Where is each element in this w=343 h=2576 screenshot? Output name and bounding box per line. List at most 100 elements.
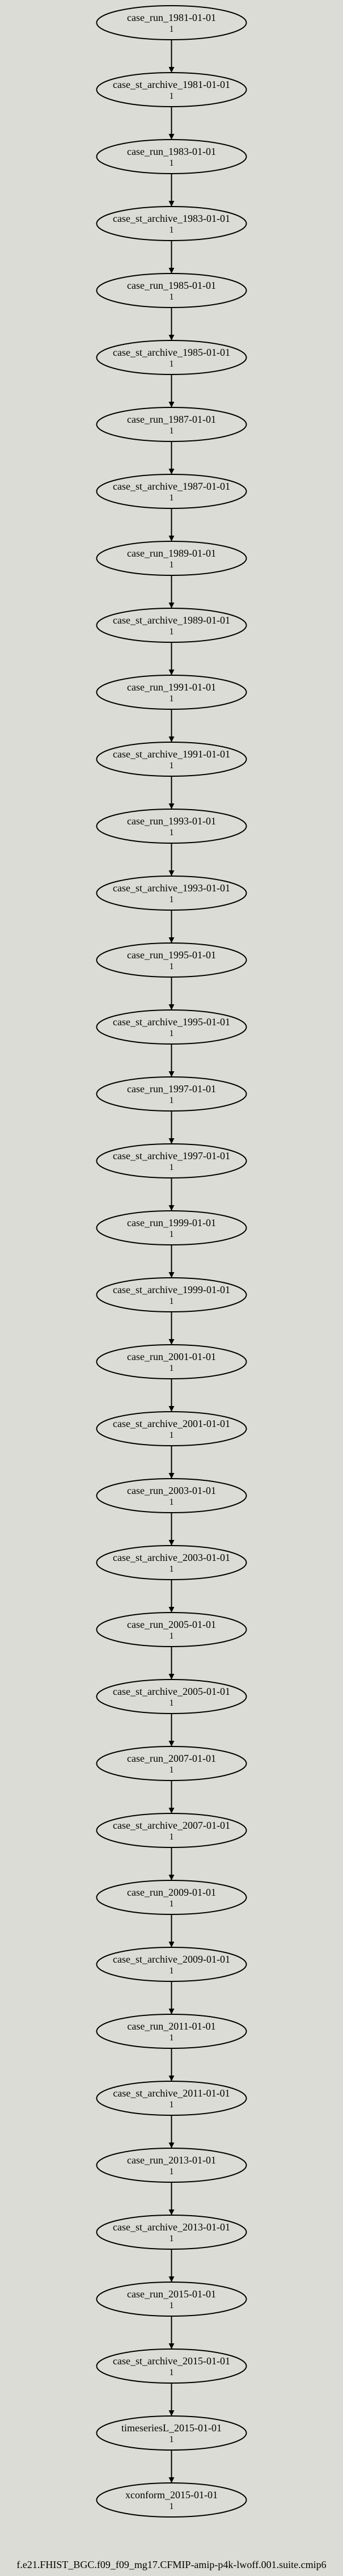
node-ellipse [96,2348,247,2384]
node-label: case_run_1981-01-01 [127,12,216,23]
node-ellipse [96,2282,247,2317]
node-label: case_run_1993-01-01 [127,815,216,827]
node-count: 1 [170,2502,174,2511]
node-ellipse [96,942,247,978]
graph-node: case_run_1991-01-011 [96,675,247,710]
node-label: case_run_2003-01-01 [127,1485,216,1496]
node-label: case_run_2015-01-01 [127,2288,216,2300]
node-ellipse [96,2081,247,2116]
node-label: case_run_1985-01-01 [127,280,216,291]
node-label: case_st_archive_1999-01-01 [113,1284,230,1295]
graph-node: case_st_archive_1997-01-01 1 [96,1143,247,1178]
node-label: case_run_1989-01-01 [127,548,216,559]
graph-node: case_st_archive_1989-01-011 [96,608,247,643]
node-count: 1 [170,2033,174,2043]
node-ellipse [96,1411,247,1446]
node-label: case_run_1997-01-01 [127,1083,216,1095]
node-ellipse [96,474,247,509]
node-ellipse [96,875,247,911]
node-label: case_st_archive_1985-01-01 [113,347,230,358]
node-label: case_run_1983-01-01 [127,146,216,157]
node-count: 1 [170,761,174,771]
graph-node: case_run_1985-01-011 [96,273,247,308]
node-count: 1 [170,1966,174,1976]
graph-node: case_run_1997-01-011 [96,1076,247,1112]
node-label: case_run_1999-01-01 [127,1217,216,1228]
node-count: 1 [170,493,174,503]
node-ellipse [96,139,247,174]
node-label: timeseriesL_2015-01-01 [121,2422,222,2434]
graph-node: case_run_2001-01-011 [96,1344,247,1379]
node-count: 1 [170,1297,174,1306]
graph-node: case_run_2005-01-011 [96,1612,247,1647]
node-label: case_st_archive_1983-01-01 [113,213,230,224]
node-label: case_st_archive_1997-01-01 [113,1150,230,1161]
node-count: 1 [170,828,174,837]
node-label: case_st_archive_1989-01-01 [113,614,230,626]
node-ellipse [96,742,247,777]
node-count: 1 [170,895,174,904]
node-count: 1 [170,292,174,302]
node-count: 1 [170,426,174,436]
node-label: case_st_archive_2009-01-01 [113,1954,230,1965]
graph-node: case_run_2003-01-011 [96,1478,247,1513]
graph-node: case_st_archive_1993-01-011 [96,875,247,911]
graph-node: case_run_1989-01-011 [96,541,247,576]
node-label: case_run_1987-01-01 [127,414,216,425]
node-count: 1 [170,1899,174,1909]
graph-node: case_st_archive_1999-01-01 1 [96,1277,247,1312]
node-ellipse [96,407,247,442]
node-label: case_st_archive_1991-01-01 [113,748,230,760]
node-count: 1 [170,1832,174,1842]
node-ellipse [96,1143,247,1178]
node-label: case_st_archive_2015-01-01 [113,2355,230,2367]
node-count: 1 [170,1163,174,1172]
graph-node: case_st_archive_2009-01-011 [96,1947,247,1982]
node-label: case_run_2005-01-01 [127,1619,216,1630]
graph-node: case_st_archive_2015-01-011 [96,2348,247,2384]
graph-node: case_st_archive_2013-01-011 [96,2215,247,2250]
node-ellipse [96,675,247,710]
node-label: case_run_2013-01-01 [127,2154,216,2166]
node-ellipse [96,5,247,40]
node-ellipse [96,1344,247,1379]
graph-node: case_run_2011-01-011 [96,2014,247,2049]
node-ellipse [96,1813,247,1848]
graph-node: case_st_archive_1983-01-011 [96,206,247,241]
graph-node: case_st_archive_1991-01-011 [96,742,247,777]
node-count: 1 [170,2301,174,2310]
node-ellipse [96,1076,247,1112]
node-label: case_st_archive_2001-01-01 [113,1418,230,1429]
graph-caption: f.e21.FHIST_BGC.f09_f09_mg17.CFMIP-amip-… [16,2559,326,2570]
graph-node: case_st_archive_1995-01-011 [96,1009,247,1045]
node-count: 1 [170,1430,174,1440]
node-label: case_run_1995-01-01 [127,949,216,961]
node-ellipse [96,273,247,308]
graph-node: timeseriesL_2015-01-011 [96,2415,247,2451]
node-ellipse [96,206,247,241]
node-ellipse [96,72,247,107]
node-label: case_run_2001-01-01 [127,1351,216,1362]
node-count: 1 [170,2234,174,2244]
node-ellipse [96,608,247,643]
node-label: case_st_archive_1981-01-01 [113,79,230,90]
graph-node: case_st_archive_2003-01-011 [96,1545,247,1580]
graph-node: case_st_archive_1987-01-011 [96,474,247,509]
graph-node: case_run_2015-01-011 [96,2282,247,2317]
node-label: case_st_archive_1995-01-01 [113,1016,230,1028]
node-count: 1 [170,1497,174,1507]
graph-node: case_st_archive_1981-01-011 [96,72,247,107]
node-ellipse [96,809,247,844]
node-ellipse [96,2482,247,2518]
graph-node: case_run_1983-01-011 [96,139,247,174]
graph-node: case_run_1981-01-011 [96,5,247,40]
node-count: 1 [170,2100,174,2110]
node-ellipse [96,2215,247,2250]
node-count: 1 [170,1363,174,1373]
node-count: 1 [170,2368,174,2377]
node-ellipse [96,1009,247,1045]
node-label: case_run_2007-01-01 [127,1753,216,1764]
node-label: case_st_archive_1993-01-01 [113,882,230,894]
graph-node: case_run_2013-01-011 [96,2148,247,2183]
